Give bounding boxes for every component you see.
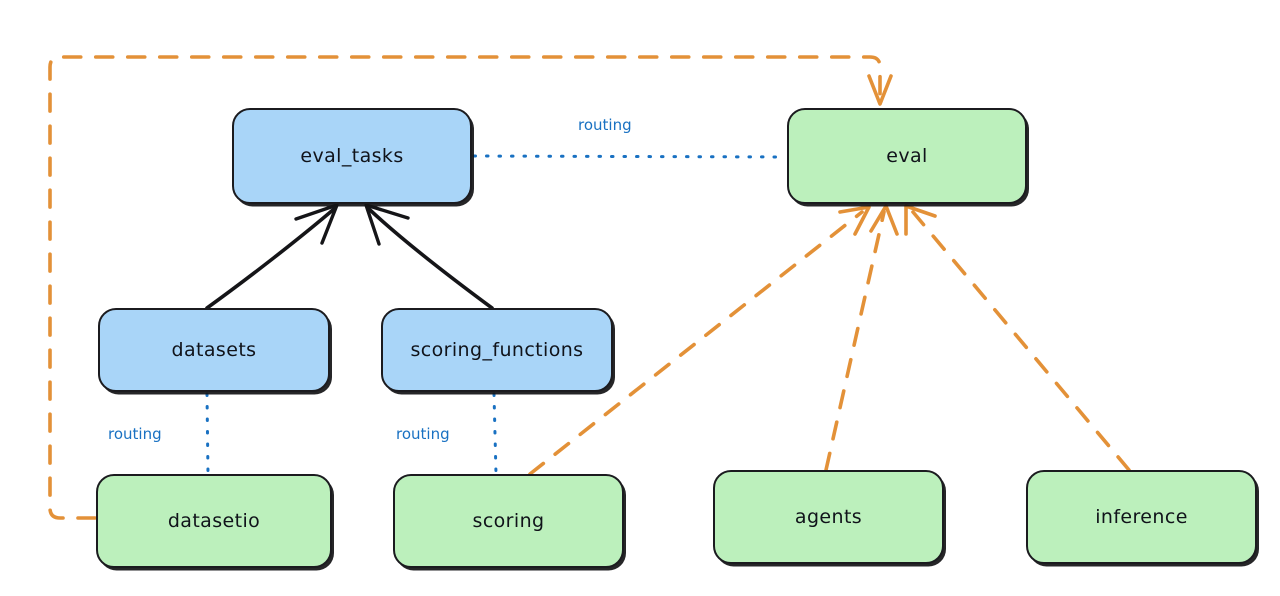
node-label: eval: [886, 145, 928, 167]
node-datasetio[interactable]: datasetio: [96, 474, 332, 568]
node-label: scoring: [472, 510, 545, 532]
edge-label-routing-eval: routing: [578, 116, 632, 134]
edge-label-routing-scoring: routing: [396, 425, 450, 443]
edge-agents-eval: [824, 204, 899, 472]
node-label: inference: [1095, 506, 1188, 528]
edge-eval_tasks-eval: [472, 154, 788, 159]
node-scoring[interactable]: scoring: [393, 474, 624, 568]
node-agents[interactable]: agents: [713, 470, 944, 564]
node-scoring-functions[interactable]: scoring_functions: [381, 308, 613, 392]
edge-scoring_functions-eval_tasks: [364, 203, 494, 310]
edge-inference-eval: [904, 204, 1131, 472]
node-label: agents: [794, 506, 863, 528]
node-label: datasets: [171, 339, 257, 361]
node-label: scoring_functions: [410, 339, 584, 361]
node-inference[interactable]: inference: [1026, 470, 1257, 564]
edge-scoring_functions-scoring: [492, 392, 498, 476]
node-eval-tasks[interactable]: eval_tasks: [232, 108, 472, 204]
node-eval[interactable]: eval: [787, 108, 1027, 204]
node-label: eval_tasks: [300, 145, 404, 167]
edge-label-routing-datasetio: routing: [108, 425, 162, 443]
edge-datasets-datasetio: [205, 392, 210, 476]
edge-datasets-eval_tasks: [205, 203, 339, 310]
node-datasets[interactable]: datasets: [98, 308, 330, 392]
node-label: datasetio: [167, 510, 261, 532]
